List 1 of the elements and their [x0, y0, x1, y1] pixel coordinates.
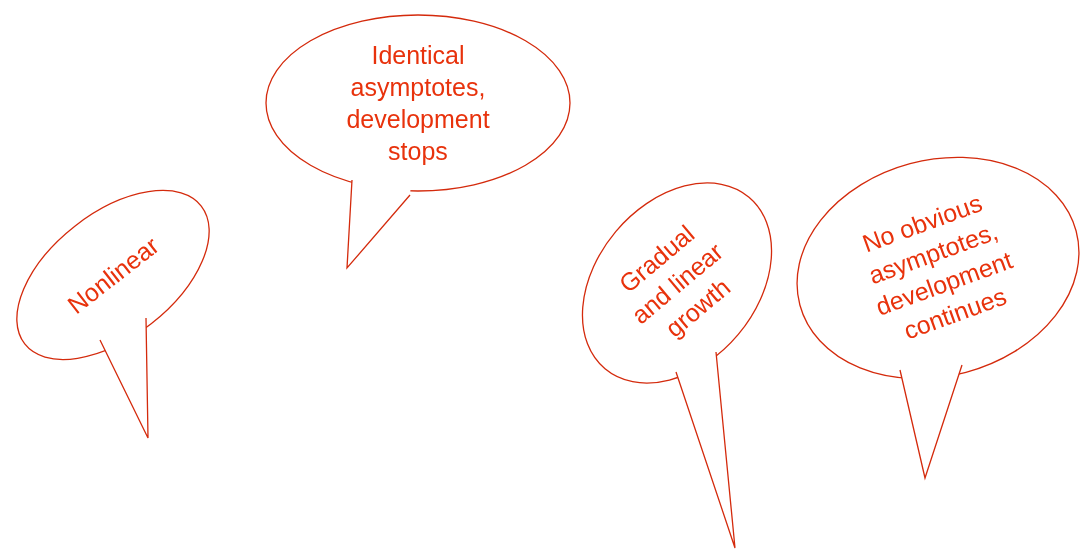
bubble-text: Identical asymptotes, development stops — [345, 40, 491, 167]
